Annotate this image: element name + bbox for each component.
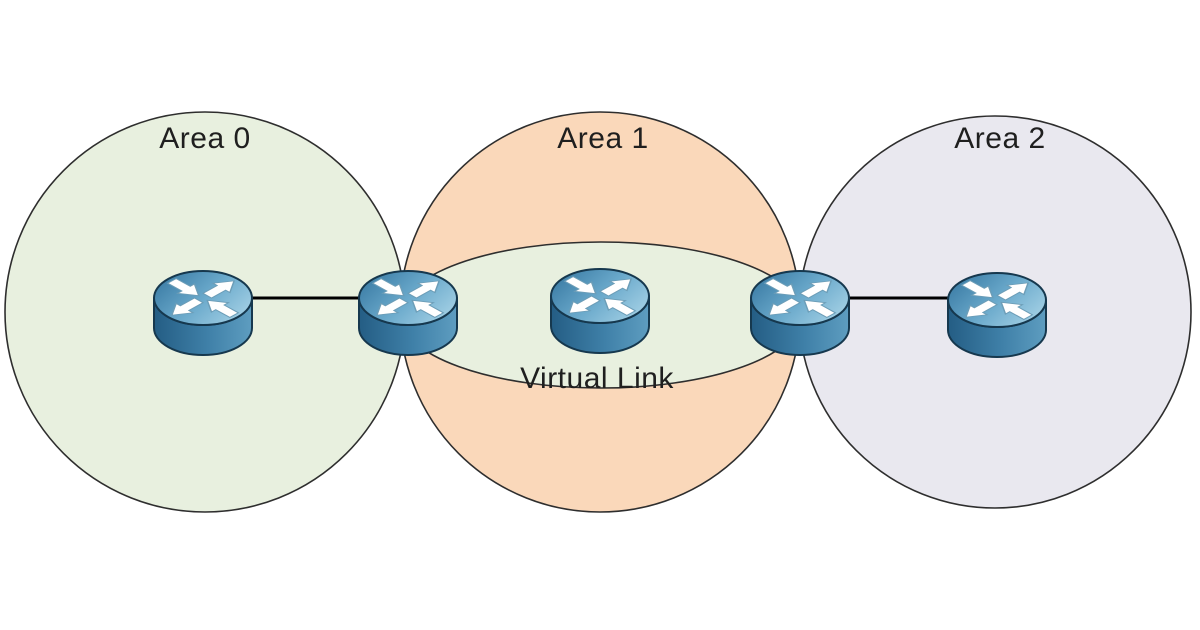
area-0-label: Area 0 — [159, 122, 250, 155]
router-icon-area2-internal-router — [948, 273, 1046, 357]
router-icon-abr-area0-area1 — [359, 271, 457, 355]
area-1-label: Area 1 — [557, 122, 648, 155]
router-icon-area1-internal-router — [551, 269, 649, 353]
area-2-label: Area 2 — [954, 122, 1045, 155]
router-icon-abr-area1-area2 — [751, 271, 849, 355]
virtual-link-label: Virtual Link — [520, 362, 674, 395]
router-icon-area0-internal-router — [154, 271, 252, 355]
